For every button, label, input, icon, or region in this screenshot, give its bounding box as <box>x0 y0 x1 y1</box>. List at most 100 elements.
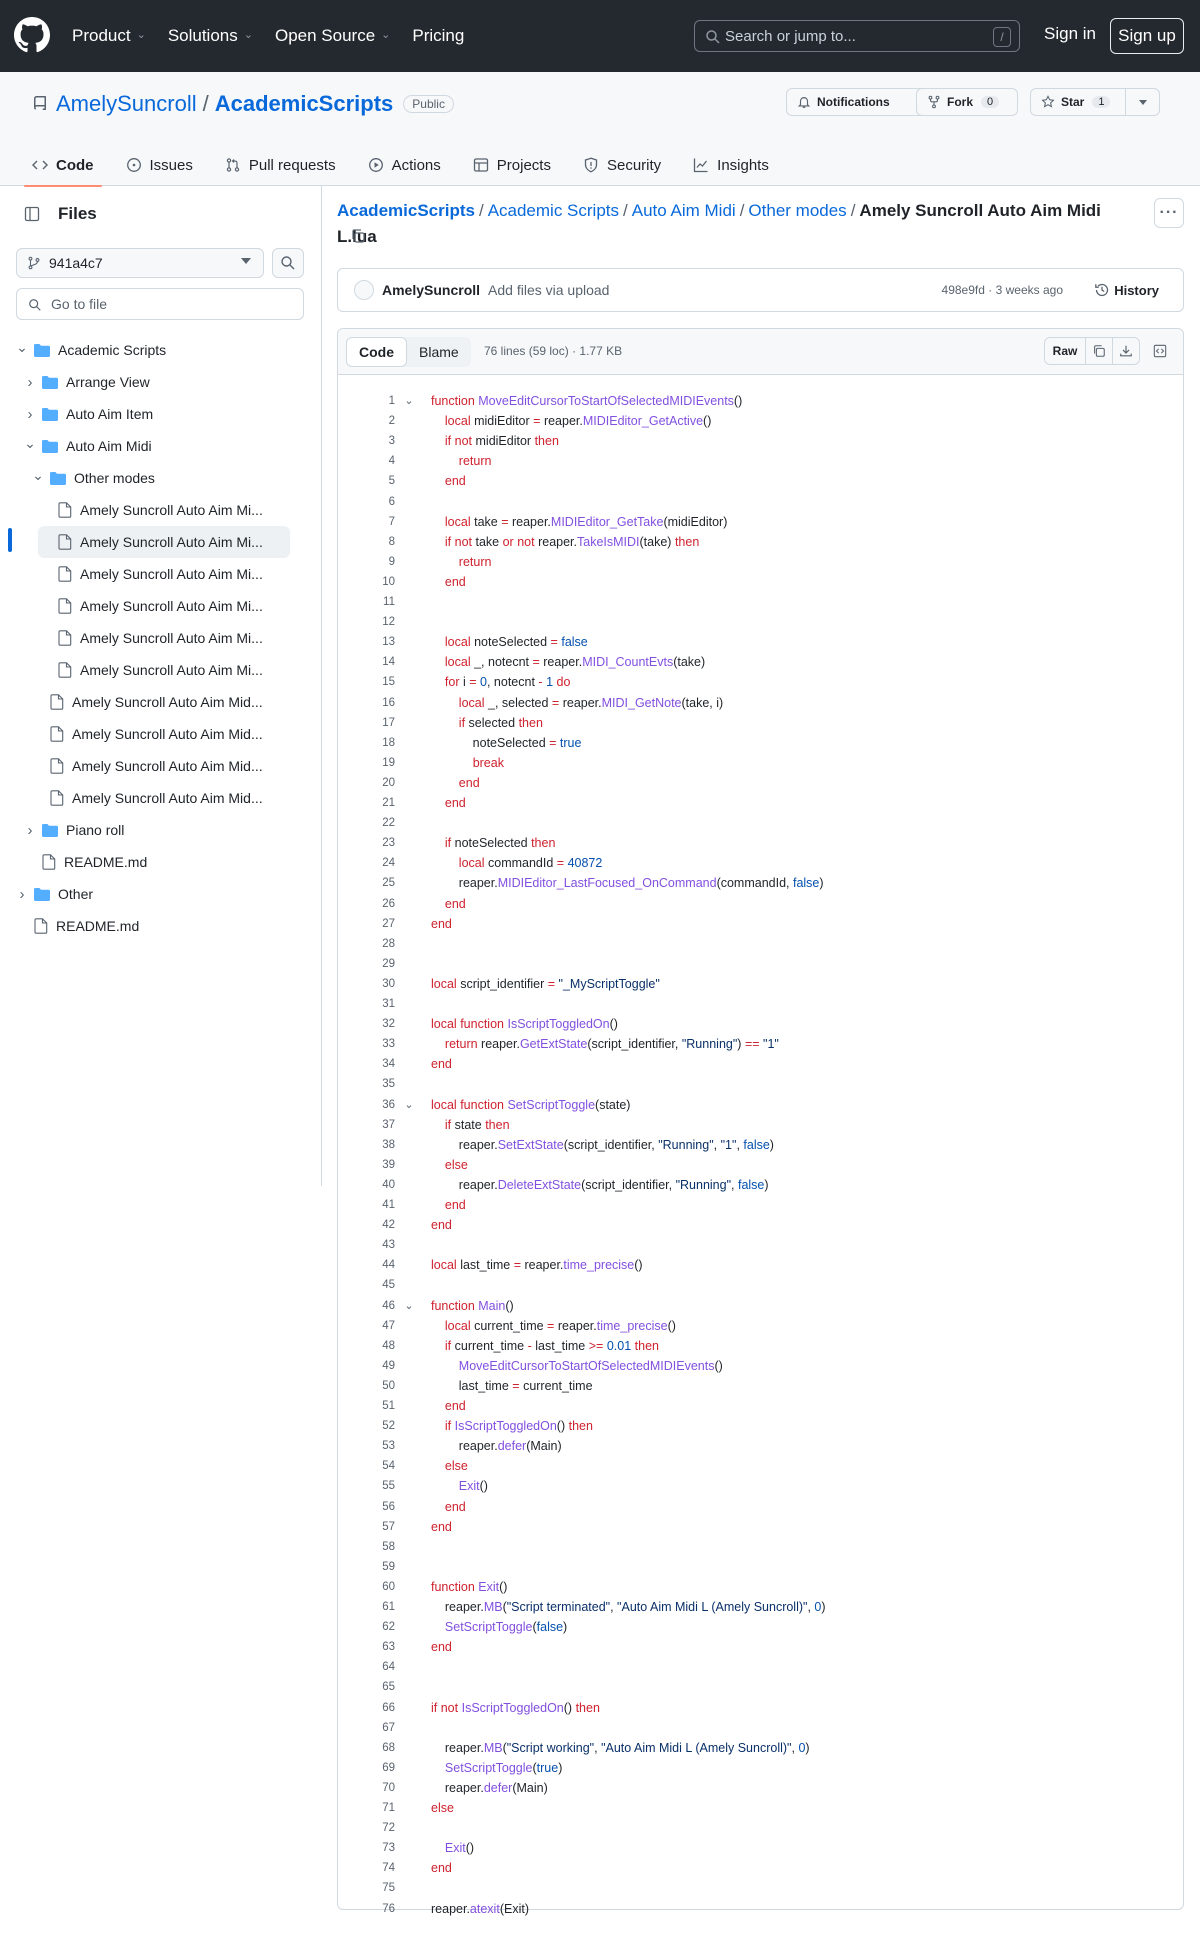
notifications-button[interactable]: Notifications <box>786 88 938 116</box>
chevron-right-icon[interactable]: › <box>27 821 33 839</box>
line-number[interactable]: 24 <box>382 857 395 870</box>
copy-raw-button[interactable] <box>1085 337 1113 365</box>
line-number[interactable]: 35 <box>382 1078 395 1091</box>
line-number[interactable]: 48 <box>382 1339 395 1352</box>
line-number[interactable]: 29 <box>382 957 395 970</box>
line-number[interactable]: 13 <box>382 636 395 649</box>
tree-file[interactable]: Amely Suncroll Auto Aim Mi... <box>38 494 290 526</box>
tree-folder[interactable]: ›Auto Aim Item <box>22 398 290 430</box>
line-number[interactable]: 39 <box>382 1158 395 1171</box>
tree-folder[interactable]: ⌄Auto Aim Midi <box>22 430 290 462</box>
line-number[interactable]: 73 <box>382 1842 395 1855</box>
tree-file[interactable]: Amely Suncroll Auto Aim Mid... <box>30 750 290 782</box>
tree-file[interactable]: Amely Suncroll Auto Aim Mi... <box>38 622 290 654</box>
tree-file[interactable]: Amely Suncroll Auto Aim Mi... <box>38 590 290 622</box>
line-number[interactable]: 46 <box>382 1299 395 1312</box>
line-number[interactable]: 15 <box>382 676 395 689</box>
line-number[interactable]: 36 <box>382 1098 395 1111</box>
chevron-right-icon[interactable]: › <box>27 373 33 391</box>
line-number[interactable]: 12 <box>382 616 395 629</box>
line-number[interactable]: 65 <box>382 1681 395 1694</box>
tree-folder[interactable]: ⌄Academic Scripts <box>14 334 290 366</box>
nav-pricing[interactable]: Pricing <box>412 26 464 46</box>
breadcrumb-link[interactable]: Other modes <box>748 201 847 220</box>
line-number[interactable]: 14 <box>382 656 395 669</box>
chevron-down-icon[interactable]: ⌄ <box>24 434 36 451</box>
line-number[interactable]: 38 <box>382 1138 395 1151</box>
line-number[interactable]: 44 <box>382 1259 395 1272</box>
line-number[interactable]: 3 <box>388 435 395 448</box>
blame-view-button[interactable]: Blame <box>419 344 459 360</box>
tree-folder[interactable]: ›Piano roll <box>22 814 290 846</box>
tree-file[interactable]: README.md <box>14 910 290 942</box>
line-number[interactable]: 33 <box>382 1038 395 1051</box>
history-button[interactable]: History <box>1094 282 1159 298</box>
line-number[interactable]: 64 <box>382 1661 395 1674</box>
avatar[interactable] <box>354 280 374 300</box>
line-number[interactable]: 76 <box>382 1902 395 1915</box>
line-number[interactable]: 54 <box>382 1460 395 1473</box>
global-search-input[interactable]: Search or jump to... / <box>694 20 1020 52</box>
code-view-button[interactable]: Code <box>346 337 407 367</box>
line-number[interactable]: 8 <box>388 535 395 548</box>
line-number[interactable]: 70 <box>382 1781 395 1794</box>
line-number[interactable]: 7 <box>388 515 395 528</box>
line-number[interactable]: 28 <box>382 937 395 950</box>
tab-security[interactable]: Security <box>575 144 669 186</box>
line-number[interactable]: 1 <box>388 395 395 407</box>
breadcrumb-link[interactable]: Auto Aim Midi <box>631 201 736 220</box>
tree-file[interactable]: Amely Suncroll Auto Aim Mid... <box>30 686 290 718</box>
fork-button[interactable]: Fork 0 <box>916 88 1018 116</box>
line-number[interactable]: 6 <box>388 495 395 508</box>
chevron-down-icon[interactable]: ⌄ <box>32 466 44 483</box>
branch-selector[interactable]: 941a4c7 <box>16 248 264 278</box>
tab-actions[interactable]: Actions <box>360 144 449 186</box>
chevron-down-icon[interactable]: ⌄ <box>16 338 28 355</box>
line-number[interactable]: 21 <box>382 797 395 809</box>
line-number[interactable]: 11 <box>383 596 395 608</box>
tab-projects[interactable]: Projects <box>465 144 559 186</box>
line-number[interactable]: 41 <box>382 1199 395 1211</box>
line-number[interactable]: 17 <box>382 716 395 729</box>
chevron-right-icon[interactable]: › <box>27 405 33 423</box>
line-number[interactable]: 57 <box>382 1520 395 1533</box>
line-number[interactable]: 55 <box>382 1480 395 1493</box>
chevron-down-icon[interactable]: ⌄ <box>404 1098 414 1111</box>
line-number[interactable]: 63 <box>382 1641 395 1654</box>
line-number[interactable]: 68 <box>382 1741 395 1754</box>
star-list-dropdown[interactable] <box>1125 88 1160 116</box>
sidebar-collapse-icon[interactable] <box>16 198 48 230</box>
repo-name-link[interactable]: AcademicScripts <box>214 91 394 116</box>
raw-button[interactable]: Raw <box>1044 337 1086 365</box>
line-number[interactable]: 4 <box>388 455 395 468</box>
line-number[interactable]: 22 <box>382 817 395 830</box>
nav-solutions[interactable]: Solutions⌄ <box>168 26 253 46</box>
tree-folder[interactable]: ›Arrange View <box>22 366 290 398</box>
line-number[interactable]: 71 <box>382 1802 395 1814</box>
line-number[interactable]: 40 <box>382 1178 395 1191</box>
line-number[interactable]: 16 <box>382 696 395 709</box>
line-number[interactable]: 49 <box>382 1359 395 1372</box>
line-number[interactable]: 19 <box>382 756 395 769</box>
line-number[interactable]: 20 <box>382 776 395 789</box>
line-number[interactable]: 66 <box>382 1701 395 1714</box>
line-number[interactable]: 45 <box>382 1279 395 1292</box>
commit-message[interactable]: Add files via upload <box>488 282 610 298</box>
nav-open-source[interactable]: Open Source⌄ <box>275 26 390 46</box>
line-number[interactable]: 23 <box>382 837 395 850</box>
tree-folder[interactable]: ⌄Other modes <box>30 462 290 494</box>
commit-author[interactable]: AmelySuncroll <box>382 282 481 298</box>
more-options-button[interactable]: ··· <box>1154 198 1184 228</box>
line-number[interactable]: 52 <box>382 1420 395 1433</box>
line-number[interactable]: 60 <box>382 1580 395 1593</box>
line-number[interactable]: 56 <box>382 1500 395 1513</box>
tree-file[interactable]: Amely Suncroll Auto Aim Mi... <box>38 558 290 590</box>
line-number[interactable]: 72 <box>382 1822 395 1835</box>
line-number[interactable]: 69 <box>382 1761 395 1774</box>
tree-file[interactable]: Amely Suncroll Auto Aim Mid... <box>30 782 290 814</box>
line-number[interactable]: 74 <box>382 1862 395 1875</box>
line-number[interactable]: 51 <box>382 1400 395 1412</box>
download-button[interactable] <box>1112 337 1140 365</box>
symbols-panel-button[interactable] <box>1146 337 1174 365</box>
repo-owner-link[interactable]: AmelySuncroll <box>56 91 197 116</box>
